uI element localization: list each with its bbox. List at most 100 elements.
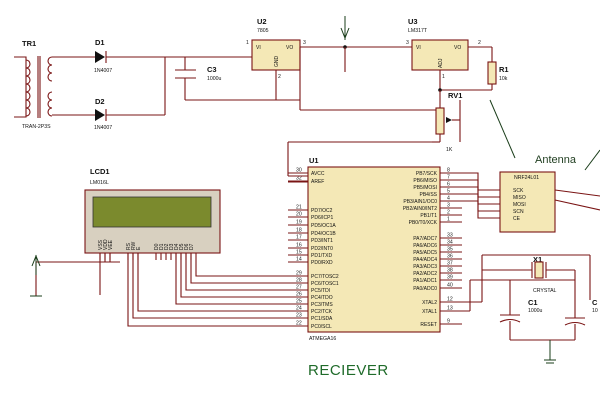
u1-right-pin-number: 38 (447, 268, 453, 274)
u1-right-pin-name: PB2/AIN0/INT2 (403, 206, 437, 212)
lcd-screen (92, 196, 212, 228)
potentiometer-rv1: RV1 1K (435, 90, 462, 153)
c2-value: 10 (592, 308, 598, 314)
u1-right-pin-number: 8 (447, 168, 450, 174)
lcd1-value: LM016L (90, 180, 109, 186)
diode-d1: D1 1N4007 (52, 38, 165, 74)
lcd-pin-label: VEE (108, 239, 114, 250)
microcontroller-u1: U1 30AVCC32AREF21PD7/OC220PD6/ICP119PD5/… (288, 156, 500, 342)
lcd1-ref: LCD1 (90, 167, 110, 176)
u1-right-pin-name: RESET (420, 322, 437, 328)
power-arrow-icon (340, 16, 350, 40)
u1-right-pin-number: 6 (447, 182, 450, 188)
nrf-pin-label: CE (513, 216, 521, 222)
u1-right-pin-name: PB0/T0/XCK (409, 220, 438, 226)
u2-ref: U2 (257, 17, 267, 26)
u1-right-pin-name: PB7/SCK (416, 171, 438, 177)
lcd-pin-label: D3 (169, 243, 175, 250)
u1-right-pin-number: 33 (447, 233, 453, 239)
u1-right-pin-number: 37 (447, 261, 453, 267)
lcd-data-wire (180, 253, 288, 298)
u1-left-pin-number: 18 (296, 228, 302, 234)
u1-left-pin-number: 15 (296, 250, 302, 256)
u1-right-pin-name: PA5/ADC5 (413, 250, 437, 256)
u1-left-pin-name: AVCC (311, 171, 325, 177)
u3-pin-adj: ADJ (438, 58, 444, 68)
u3-pin-num-adj: 1 (442, 74, 445, 80)
u2-pin-vo: VO (286, 45, 293, 51)
u1-right-pin-number: 2 (447, 210, 450, 216)
lcd-control-wire (127, 253, 288, 327)
u1-left-pin-number: 29 (296, 271, 302, 277)
u1-right-pins: 8PB7/SCK7PB6/MISO6PB5/MOSI5PB4/SS4PB3/AI… (403, 168, 500, 328)
u1-right-pin-name: XTAL1 (422, 309, 437, 315)
u1-right-pin-name: PA7/ADC7 (413, 236, 437, 242)
lcd-power-wiring (30, 253, 120, 297)
lcd-pin-label: RS (126, 242, 132, 250)
u1-right-pin-name: PB1/T1 (420, 213, 437, 219)
d1-value: 1N4007 (94, 68, 112, 74)
transformer-tr1: TR1 TRAN-2P3S (14, 39, 53, 130)
u1-left-pin-name: PD2/INT0 (311, 246, 333, 252)
lcd-pin-label: VSS (98, 239, 104, 250)
u3-pin-num-vo: 2 (478, 40, 481, 46)
c3-ref: C3 (207, 65, 217, 74)
u1-left-pin-name: PD7/OC2 (311, 208, 333, 214)
u1-right-pin-name: PA1/ADC1 (413, 278, 437, 284)
lcd-pin-label: RW (131, 241, 137, 250)
nrf-pin-label: MOSI (513, 202, 526, 208)
u3-pin-vo: VO (454, 45, 461, 51)
u1-left-pin-number: 21 (296, 205, 302, 211)
u1-left-pin-name: PC1/SDA (311, 316, 333, 322)
u1-right-pin-number: 4 (447, 196, 450, 202)
nrf-pin-label: SCK (513, 188, 524, 194)
u2-pin-vi: VI (256, 45, 261, 51)
lcd-pin-label: VDD (103, 239, 109, 250)
u3-pin-vi: VI (416, 45, 421, 51)
u1-left-pin-name: PD5/OC1A (311, 223, 336, 229)
c2-ref: C (592, 298, 598, 307)
u1-left-pin-number: 28 (296, 278, 302, 284)
u2-value: 7805 (257, 28, 269, 34)
lcd-pin-label: D1 (159, 243, 165, 250)
u1-right-pin-name: PB5/MOSI (413, 185, 437, 191)
capacitor-c3: C3 1000u (164, 56, 252, 115)
u1-left-pin-name: PD3/INT1 (311, 238, 333, 244)
u1-left-pin-number: 19 (296, 220, 302, 226)
rv1-ref: RV1 (448, 91, 462, 100)
crystal-x1: X1 CRYSTAL (481, 254, 591, 302)
u1-ref: U1 (309, 156, 319, 165)
lcd-data-wire (190, 253, 288, 284)
rv1-value: 1K (446, 147, 453, 153)
u1-left-pin-number: 32 (296, 176, 302, 182)
u1-left-pin-number: 26 (296, 292, 302, 298)
schematic-title: RECIEVER (308, 362, 389, 379)
u3-ref: U3 (408, 17, 418, 26)
capacitor-c1: C1 1000u (499, 280, 543, 340)
u1-right-pin-name: PA2/ADC2 (413, 271, 437, 277)
nrf-pin-label: SCN (513, 209, 524, 215)
tr1-ref: TR1 (22, 39, 36, 48)
u1-left-pin-name: PC6/TOSC1 (311, 281, 339, 287)
u1-left-pin-name: PD0/RXD (311, 260, 333, 266)
u2-pin-gnd: GND (274, 56, 280, 68)
u2-pin-num-vi: 1 (246, 40, 249, 46)
u1-value: ATMEGA16 (309, 336, 336, 342)
d1-ref: D1 (95, 38, 105, 47)
u1-left-pin-name: PC4/TDO (311, 295, 333, 301)
lcd-pin-label: D5 (179, 243, 185, 250)
u1-right-pin-number: 36 (447, 254, 453, 260)
u1-left-pin-name: PC3/TMS (311, 302, 333, 308)
lcd-data-wire (185, 253, 288, 291)
resistor-r1: R1 10k (487, 61, 509, 90)
u1-right-pin-number: 40 (447, 283, 453, 289)
nrf-value: NRF24L01 (514, 175, 539, 181)
regulator-u2: U2 7805 VI VO GND 1 3 2 (246, 17, 306, 100)
u1-right-pin-number: 3 (447, 203, 450, 209)
u1-left-pin-number: 23 (296, 313, 302, 319)
u1-left-pin-number: 20 (296, 212, 302, 218)
u1-right-pin-number: 13 (447, 306, 453, 312)
lcd-pin-label: D6 (184, 243, 190, 250)
